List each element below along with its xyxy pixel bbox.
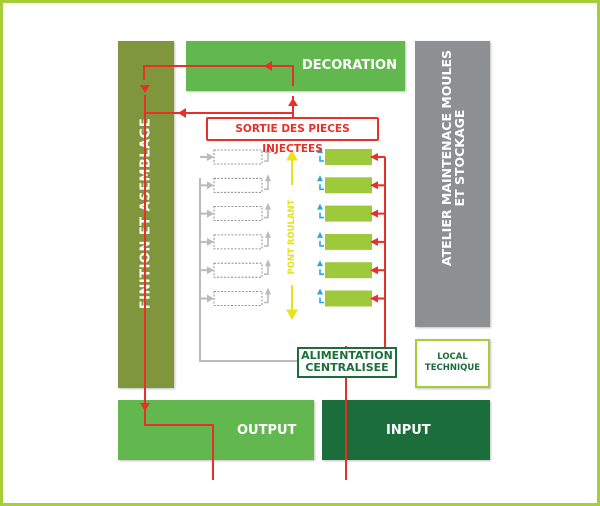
output-arrowhead: [317, 147, 323, 153]
exit-label-box: SORTIE DES PIECES INJECTEES: [206, 117, 379, 155]
ghost-machine: [213, 149, 263, 165]
injection-machine: [325, 205, 372, 222]
feed-label-line1: ALIMENTATION: [301, 349, 393, 362]
ghost-arrowhead: [207, 153, 214, 161]
feed-arrowhead: [370, 181, 378, 190]
ghost-out-arrowhead: [265, 230, 271, 238]
ghost-arrowhead: [207, 237, 214, 246]
injection-machine: [325, 149, 372, 165]
output-arrow-line: [319, 212, 324, 219]
output-arrowhead: [317, 288, 323, 295]
ghost-out-line: [264, 181, 269, 191]
ghost-arrowhead: [207, 294, 214, 303]
ghost-machine: [213, 291, 263, 306]
ghost-out-line: [264, 153, 269, 162]
output-label: OUTPUT: [237, 423, 297, 438]
input-label: INPUT: [386, 423, 431, 438]
ghost-out-line: [264, 294, 269, 304]
zone-output: OUTPUT: [118, 400, 314, 460]
feed-arrowhead: [370, 294, 378, 303]
decoration-label: DECORATION: [302, 58, 397, 73]
local-label-line2: TECHNIQUE: [424, 363, 481, 373]
local-label: LOCAL TECHNIQUE: [417, 352, 488, 374]
feed-arrowhead: [370, 209, 378, 218]
feed-arrowhead: [370, 153, 378, 161]
ghost-machine: [213, 206, 263, 222]
ghost-collector-line: [199, 178, 300, 362]
output-arrow-line: [319, 297, 324, 304]
crane-label: PONT ROULANT: [287, 199, 297, 275]
ghost-machine: [213, 177, 263, 193]
ghost-out-line: [264, 266, 269, 275]
output-arrow-line: [319, 184, 324, 191]
zone-atelier-maintenance: ATELIER MAINTENACE MOULES ET STOCKAGE: [415, 41, 490, 327]
zone-input: INPUT: [322, 400, 490, 460]
ghost-out-line: [264, 209, 269, 219]
ghost-out-arrowhead: [265, 174, 271, 182]
output-arrowhead: [317, 175, 323, 182]
ghost-arrowhead: [207, 209, 214, 218]
injection-machine: [325, 262, 372, 279]
injection-machine: [325, 177, 372, 194]
output-arrowhead: [317, 203, 323, 210]
output-arrowhead: [317, 260, 323, 267]
local-label-line1: LOCAL: [437, 352, 468, 362]
central-feed-box: ALIMENTATION CENTRALISEE: [297, 347, 397, 378]
ghost-arrowhead: [207, 266, 214, 275]
injection-machine: [325, 290, 372, 307]
ghost-machine: [213, 234, 263, 250]
output-arrow-line: [319, 156, 324, 162]
feed-arrowhead: [370, 237, 378, 246]
output-arrow-line: [319, 269, 324, 275]
output-arrowhead: [317, 231, 323, 238]
ghost-out-arrowhead: [265, 146, 271, 153]
feed-arrowhead: [370, 266, 378, 275]
ghost-out-arrowhead: [265, 202, 271, 210]
output-arrow-line: [319, 240, 324, 247]
feed-label-line2: CENTRALISEE: [305, 361, 389, 374]
ghost-out-line: [264, 237, 269, 247]
ghost-out-arrowhead: [265, 259, 271, 267]
zone-local-technique: LOCAL TECHNIQUE: [415, 339, 490, 388]
crane-arrow: [286, 149, 298, 321]
ghost-machine: [213, 262, 263, 278]
injection-machine: [325, 233, 372, 250]
ghost-arrowhead: [207, 181, 214, 190]
flow-arrowheads: [140, 61, 298, 411]
ghost-out-arrowhead: [265, 287, 271, 295]
